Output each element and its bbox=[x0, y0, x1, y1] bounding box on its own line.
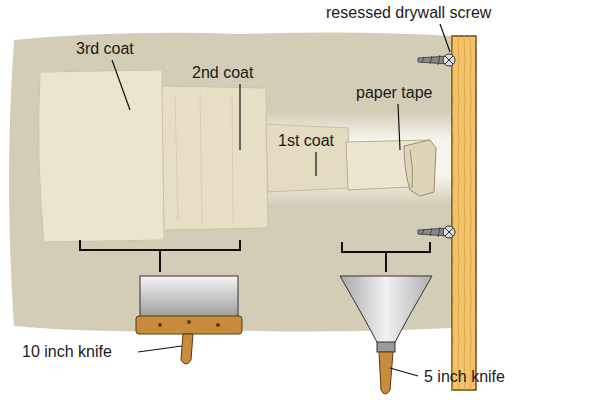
drywall-screw bbox=[418, 226, 455, 238]
bracket bbox=[342, 242, 430, 272]
part-label: 3rd coat bbox=[76, 40, 134, 58]
bracket bbox=[80, 240, 240, 272]
part-label: resessed drywall screw bbox=[326, 4, 491, 22]
drywall-screw bbox=[418, 54, 455, 66]
tape-curl bbox=[404, 140, 436, 196]
part-label: 2nd coat bbox=[192, 64, 253, 82]
tool-label: 5 inch knife bbox=[424, 368, 505, 386]
tool-label: 10 inch knife bbox=[22, 343, 112, 361]
third-coat bbox=[39, 70, 164, 242]
part-label: 1st coat bbox=[278, 132, 334, 150]
leader-line bbox=[112, 24, 450, 376]
wood-stud bbox=[452, 36, 476, 390]
ten-inch-knife bbox=[136, 276, 242, 364]
part-label: paper tape bbox=[356, 84, 433, 102]
five-inch-knife bbox=[340, 276, 432, 394]
first-coat bbox=[266, 124, 350, 192]
second-coat bbox=[162, 86, 268, 230]
